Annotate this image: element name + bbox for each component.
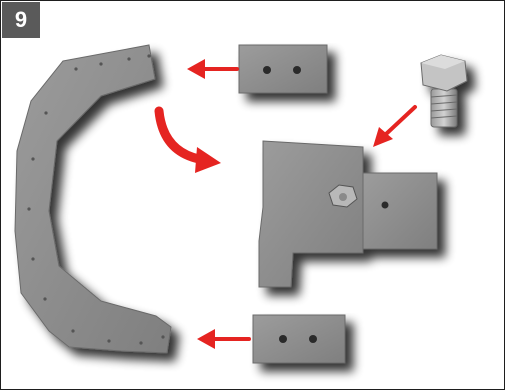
right-arrow-icon	[187, 59, 237, 79]
assembled-detail	[259, 141, 437, 287]
hex-bolt-part	[421, 55, 467, 127]
diagonal-arrow-icon	[373, 107, 415, 147]
top-plate-part	[239, 45, 327, 93]
left-arrow-icon	[197, 329, 249, 349]
bottom-plate-part	[253, 315, 345, 363]
curved-arrow-icon	[159, 111, 221, 173]
curved-bracket-part	[15, 45, 171, 353]
